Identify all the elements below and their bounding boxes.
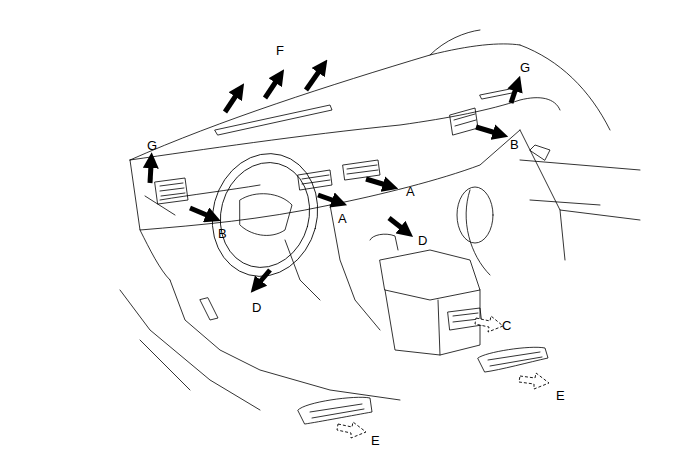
view-letter: D bbox=[252, 301, 261, 314]
view-letter: E bbox=[371, 434, 380, 447]
airflow-arrows bbox=[150, 70, 516, 283]
view-letter: A bbox=[338, 212, 347, 225]
hidden-airflow-arrows bbox=[337, 316, 549, 438]
view-letter: B bbox=[218, 227, 227, 240]
view-letter: D bbox=[418, 234, 427, 247]
view-letter: C bbox=[502, 319, 511, 332]
view-letter: G bbox=[147, 139, 157, 152]
view-letter: B bbox=[510, 138, 519, 151]
view-letter: E bbox=[556, 389, 565, 402]
view-letter: F bbox=[276, 44, 284, 57]
view-letter: A bbox=[406, 185, 415, 198]
view-letter: G bbox=[520, 61, 530, 74]
